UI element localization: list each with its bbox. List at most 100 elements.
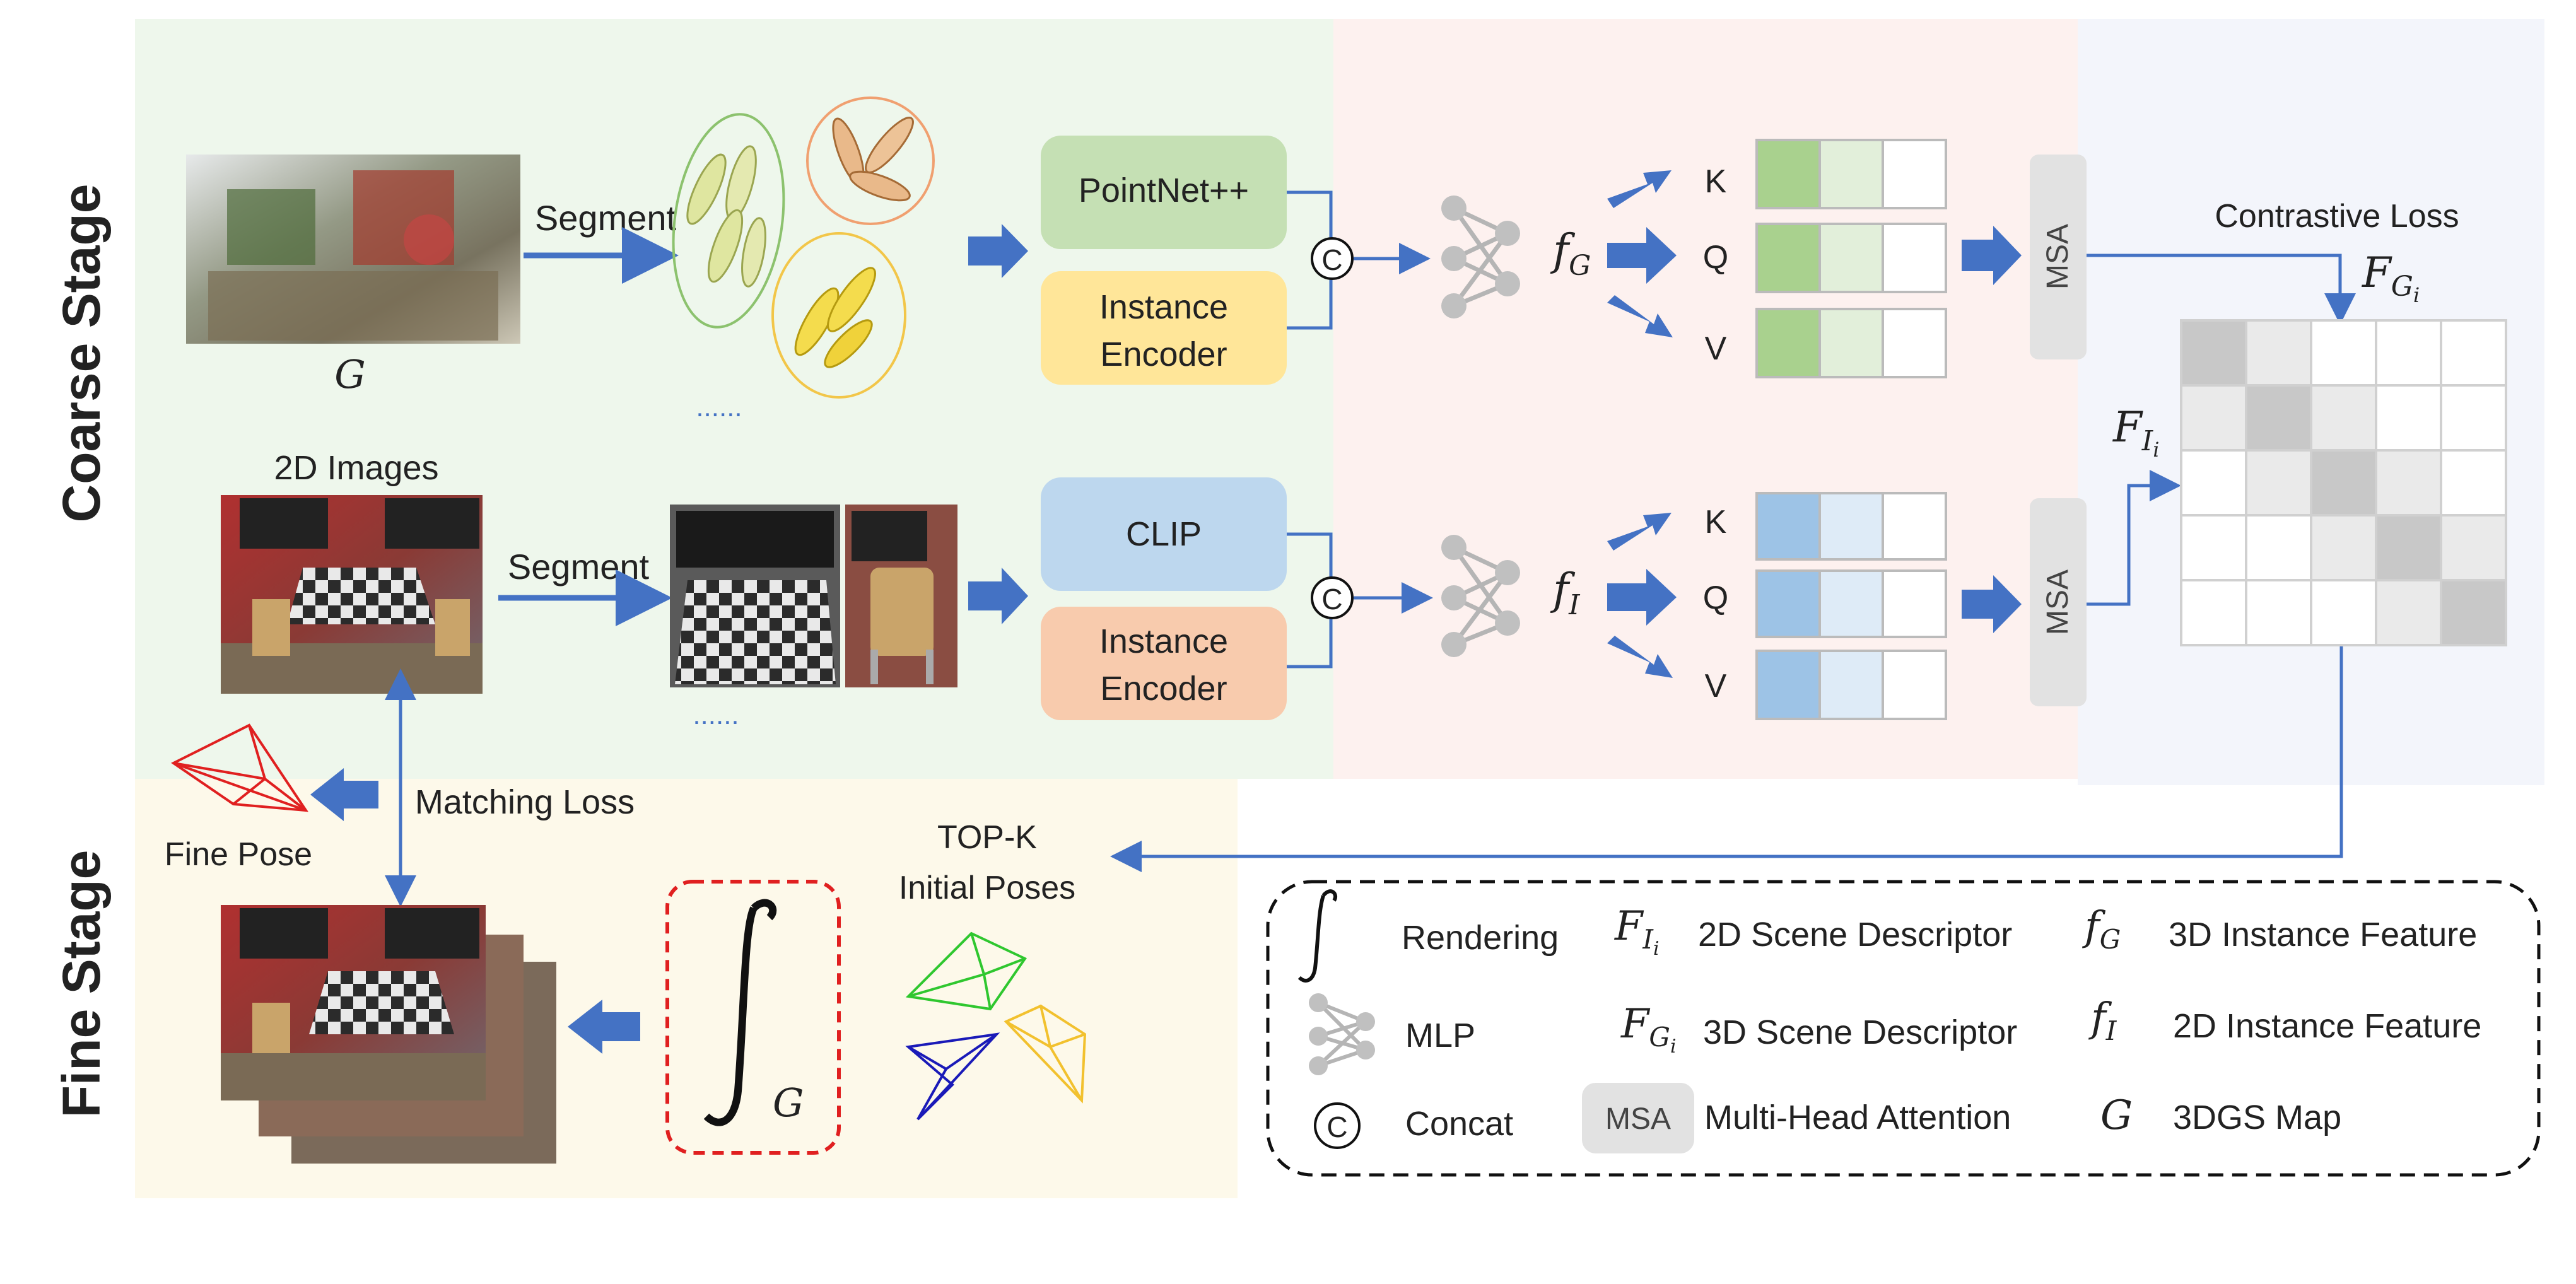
FI-symbol: FIi (2112, 403, 2159, 462)
matrix-cell (2375, 514, 2442, 581)
matrix-cell (2180, 579, 2247, 646)
legend-FG-symbol: FGi (1620, 1001, 1677, 1058)
fg-symbol: fG (1550, 226, 1591, 282)
legend-G-symbol: G (2100, 1092, 2133, 1139)
crop-chessboard-image (670, 505, 840, 687)
legend-3d-instance-label: 3D Instance Feature (2169, 916, 2477, 954)
legend-concat-label: Concat (1405, 1105, 1513, 1143)
instance-encoder-top-line1: Instance (1099, 288, 1228, 326)
concat-symbol-bottom: C (1321, 583, 1342, 616)
images-2d-label: 2D Images (274, 449, 438, 487)
block-arrow-bottom-to-encoders (968, 568, 1028, 624)
matrix-cell (2375, 579, 2442, 646)
block-arrow-top-to-encoders (968, 224, 1028, 278)
msa-block-top: MSA (2030, 155, 2087, 359)
token-k-bottom (1755, 492, 1947, 561)
concat-symbol-top: C (1321, 243, 1342, 276)
matrix-cell (2310, 579, 2377, 646)
coarse-stage-label: Coarse Stage (52, 184, 111, 523)
fine-pose-label: Fine Pose (165, 836, 312, 873)
token-k-top (1755, 139, 1947, 209)
instance-encoder-bottom-line2: Encoder (1100, 670, 1227, 708)
token-q-bottom (1755, 569, 1947, 638)
matrix-cell (2375, 384, 2442, 452)
v-label-bottom: V (1705, 668, 1727, 704)
ellipsis-bottom: ...... (693, 699, 739, 730)
initial-pose-blue-icon (905, 1032, 1000, 1121)
matrix-cell (2310, 514, 2377, 581)
v-arrow-top (1607, 295, 1673, 337)
instance-segment-green (672, 113, 785, 329)
matrix-cell (2245, 319, 2312, 387)
matrix-cell (2245, 449, 2312, 517)
contrastive-loss-label: Contrastive Loss (2215, 198, 2459, 235)
matrix-cell (2310, 449, 2377, 517)
block-arrow-bottom-to-msa (1962, 575, 2022, 633)
legend-concat-icon (1314, 1102, 1361, 1149)
fine-stage-label: Fine Stage (52, 850, 111, 1118)
matrix-cell (2310, 319, 2377, 387)
matrix-cell (2375, 449, 2442, 517)
k-label-bottom: K (1705, 504, 1727, 540)
instance-segment-yellow (771, 232, 906, 399)
matrix-cell (2440, 319, 2507, 387)
msa-label-bottom: MSA (2041, 569, 2075, 635)
matrix-cell (2440, 514, 2507, 581)
msa-label-top: MSA (2041, 224, 2075, 289)
legend-rendering-label: Rendering (1402, 919, 1559, 957)
clip-box: CLIP (1041, 477, 1287, 591)
legend-FI-symbol: FIi (1614, 903, 1660, 960)
q-label-bottom: Q (1703, 580, 1728, 616)
q-label-top: Q (1703, 239, 1728, 276)
coarse-stage-bg-mid (1333, 19, 2078, 779)
legend-2d-scene-label: 2D Scene Descriptor (1698, 916, 2012, 954)
topk-label-line2: Initial Poses (899, 870, 1075, 906)
k-arrow-top (1607, 170, 1671, 208)
integral-icon (703, 899, 777, 1126)
matrix-cell (2375, 319, 2442, 387)
matrix-cell (2180, 319, 2247, 387)
legend-mlp-label: MLP (1405, 1017, 1475, 1054)
q-arrow-top (1607, 227, 1677, 284)
render-box (665, 880, 841, 1155)
topk-label-line1: TOP-K (937, 819, 1037, 856)
similarity-matrix (2180, 319, 2507, 646)
concat-circle-bottom (1311, 576, 1354, 619)
pointnet-box: PointNet++ (1041, 136, 1287, 249)
initial-pose-yellow-icon (1004, 1004, 1087, 1104)
k-arrow-bottom (1607, 513, 1671, 551)
mlp-network-icon-top (1441, 196, 1520, 318)
legend-msa-icon (1582, 1083, 1694, 1153)
matching-loss-label: Matching Loss (415, 783, 635, 821)
legend-mlp-icon (1309, 993, 1375, 1075)
block-arrow-to-fine-pose (310, 768, 378, 821)
matrix-to-topk-arrow (1110, 646, 2343, 872)
msa-bottom-to-matrix (2087, 470, 2181, 606)
crop-chair-image (845, 505, 957, 687)
matrix-cell (2440, 384, 2507, 452)
msa-block-bottom: MSA (2030, 498, 2087, 706)
matrix-cell (2245, 514, 2312, 581)
legend-fG-symbol: fG (2082, 903, 2121, 955)
block-arrow-render-to-images (568, 1000, 640, 1054)
mlp-network-icon-bottom (1441, 535, 1520, 657)
token-v-top (1755, 308, 1947, 378)
segment-label-bottom: Segment (508, 547, 650, 587)
pointnet-label: PointNet++ (1079, 172, 1249, 209)
v-label-top: V (1705, 330, 1727, 367)
matrix-cell (2180, 514, 2247, 581)
initial-pose-green-icon (905, 931, 1027, 1011)
legend-3dgs-label: 3DGS Map (2173, 1099, 2341, 1136)
token-v-bottom (1755, 650, 1947, 720)
matrix-cell (2245, 579, 2312, 646)
msa-top-to-matrix (2087, 254, 2356, 325)
token-q-top (1755, 223, 1947, 293)
matrix-cell (2180, 384, 2247, 452)
legend-2d-instance-label: 2D Instance Feature (2173, 1007, 2481, 1045)
instance-encoder-top-line2: Encoder (1100, 336, 1227, 373)
render-symbol-g: G (773, 1080, 804, 1126)
room-image-2d (221, 495, 483, 694)
instance-encoder-top-box: Instance Encoder (1041, 271, 1287, 385)
legend-msa-icon-label: MSA (1605, 1102, 1671, 1136)
